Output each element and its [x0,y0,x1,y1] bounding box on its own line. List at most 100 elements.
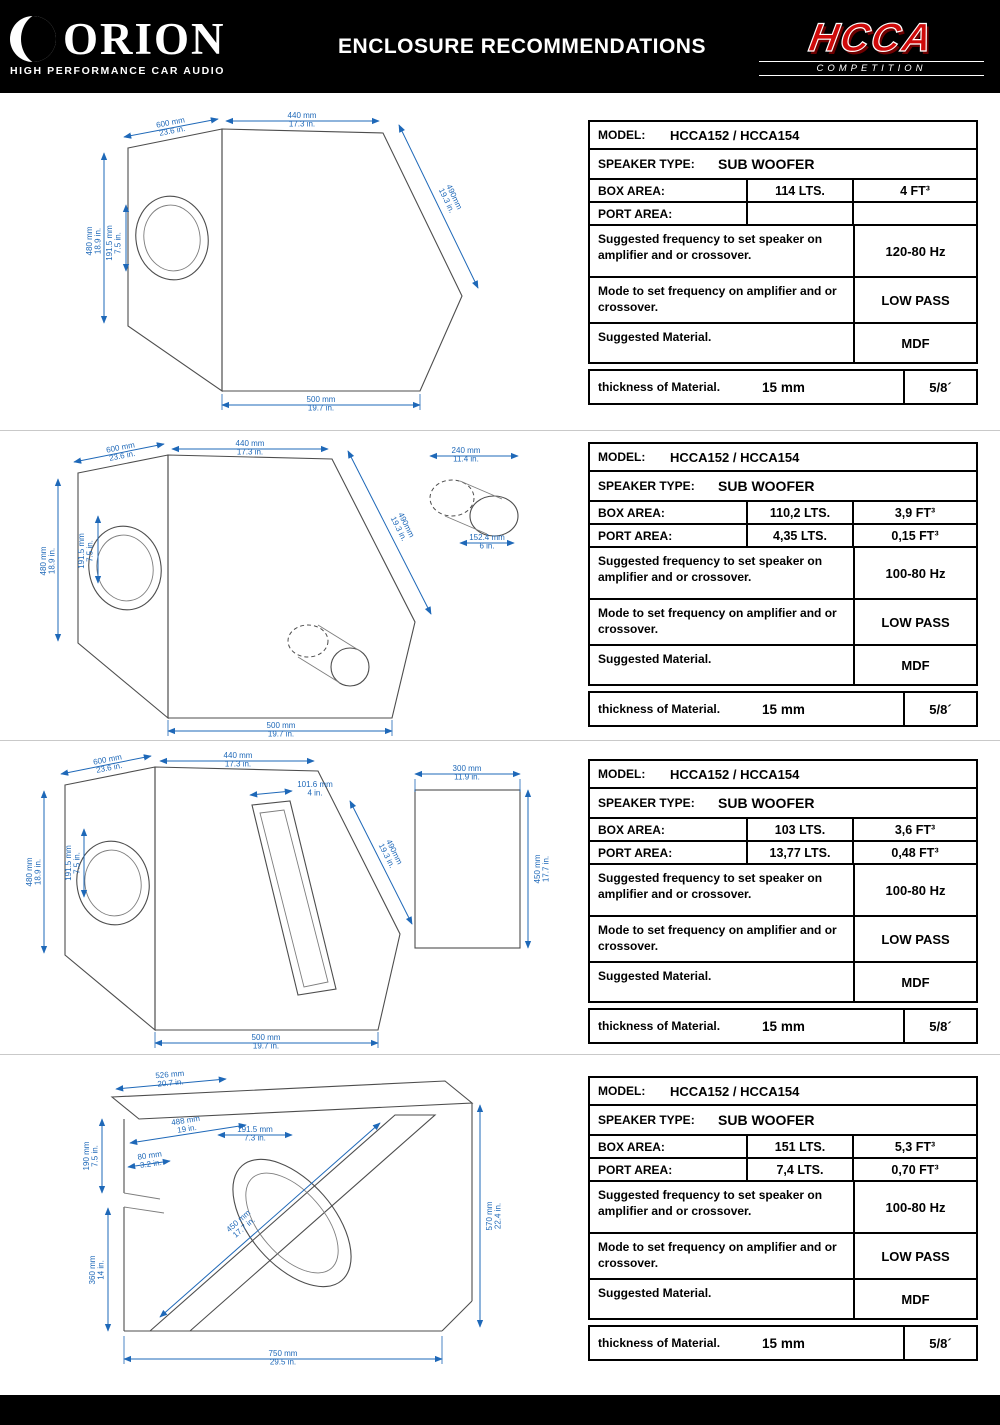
port-area-liters: 7,4 LTS. [748,1159,854,1180]
spec-table: MODEL: HCCA152 / HCCA154 SPEAKER TYPE: S… [588,759,978,1003]
port-area-liters: 4,35 LTS. [748,525,854,546]
enclosure-outline [110,1080,474,1332]
box-area-cuft: 5,3 FT³ [894,1139,936,1154]
thickness-inches-value: 5/8´ [929,1018,952,1034]
frequency-label: Suggested frequency to set speaker on am… [590,1182,855,1232]
port-panel [414,789,521,949]
svg-text:7.5 in.: 7.5 in. [73,852,82,874]
port-area-cuft: 0,48 FT³ [891,845,939,860]
model-value: HCCA152 / HCCA154 [670,766,800,782]
svg-text:18.9 in.: 18.9 in. [48,548,57,574]
port-area-liters [748,203,854,224]
box-area-label: BOX AREA: [590,180,748,201]
svg-text:191.5 mm: 191.5 mm [105,225,114,261]
frequency-label: Suggested frequency to set speaker on am… [590,865,855,915]
speaker-type-value: SUB WOOFER [718,156,815,172]
speaker-cutout [135,195,209,281]
frequency-value: 100-80 Hz [885,882,946,898]
box-area-liters: 114 LTS. [748,180,854,201]
enclosure-outline [64,766,401,1032]
svg-text:526 mm: 526 mm [155,1069,185,1081]
spec-table: MODEL: HCCA152 / HCCA154 SPEAKER TYPE: S… [588,442,978,686]
svg-text:17.3 in.: 17.3 in. [289,120,315,129]
svg-text:480 mm: 480 mm [25,857,34,886]
spec-panel: MODEL: HCCA152 / HCCA154 SPEAKER TYPE: S… [588,442,978,727]
frequency-value: 120-80 Hz [885,243,946,259]
box-area-cuft: 3,6 FT³ [894,822,936,837]
svg-text:22.4 in.: 22.4 in. [494,1203,503,1229]
model-value: HCCA152 / HCCA154 [670,1083,800,1099]
mode-value: LOW PASS [881,614,950,630]
box-area-cuft: 3,9 FT³ [894,505,936,520]
svg-text:500 mm: 500 mm [267,721,296,730]
model-label: MODEL: [598,450,646,464]
mode-label: Mode to set frequency on amplifier and o… [590,917,855,961]
enclosure-outline [127,128,463,393]
thickness-inches-value: 5/8´ [929,1335,952,1351]
page-title: ENCLOSURE RECOMMENDATIONS [338,34,706,58]
speaker-type-value: SUB WOOFER [718,1112,815,1128]
material-label: Suggested Material. [590,1280,855,1318]
model-value: HCCA152 / HCCA154 [670,449,800,465]
mode-value: LOW PASS [881,292,950,308]
box-area-liters: 151 LTS. [748,1136,854,1157]
dimension-label: 80 mm3.2 in. [137,1149,163,1170]
port-area-label: PORT AREA: [590,525,748,546]
svg-text:300 mm: 300 mm [453,764,482,773]
thickness-label: thickness of Material. [598,1019,721,1033]
thickness-mm-value: 15 mm [762,1335,805,1351]
svg-text:17.3 in.: 17.3 in. [225,760,251,769]
port-area-label: PORT AREA: [590,842,748,863]
svg-text:3.2 in.: 3.2 in. [139,1158,162,1170]
hcca-logo: HCCA COMPETITION [759,15,984,76]
spec-panel: MODEL: HCCA152 / HCCA154 SPEAKER TYPE: S… [588,1076,978,1361]
svg-text:7.3 in.: 7.3 in. [244,1134,266,1143]
svg-text:191.5 mm: 191.5 mm [64,845,73,881]
svg-text:750 mm: 750 mm [269,1349,298,1358]
spec-panel: MODEL: HCCA152 / HCCA154 SPEAKER TYPE: S… [588,120,978,405]
dimension-label: 152.4 mm6 in. [469,533,505,551]
port-area-cuft: 0,15 FT³ [891,528,939,543]
orion-crescent-icon [10,16,56,62]
mode-value: LOW PASS [881,1248,950,1264]
port-area-label: PORT AREA: [590,203,748,224]
svg-text:191.5 mm: 191.5 mm [77,533,86,569]
speaker-type-label: SPEAKER TYPE: [598,796,695,810]
port-area-cuft: 0,70 FT³ [891,1162,939,1177]
svg-text:7.5 in.: 7.5 in. [91,1145,100,1167]
thickness-inches-value: 5/8´ [929,379,952,395]
thickness-label: thickness of Material. [598,702,721,716]
spec-panel: MODEL: HCCA152 / HCCA154 SPEAKER TYPE: S… [588,759,978,1044]
thickness-label: thickness of Material. [598,1336,721,1350]
svg-text:17.7 in.: 17.7 in. [542,856,551,882]
svg-text:450 mm: 450 mm [533,854,542,883]
box-area-liters: 110,2 LTS. [748,502,854,523]
thickness-row: thickness of Material. 15 mm 5/8´ [588,1325,978,1361]
svg-text:152.4 mm: 152.4 mm [469,533,505,542]
svg-text:101.6 mm: 101.6 mm [297,780,333,789]
svg-text:440 mm: 440 mm [236,439,265,448]
